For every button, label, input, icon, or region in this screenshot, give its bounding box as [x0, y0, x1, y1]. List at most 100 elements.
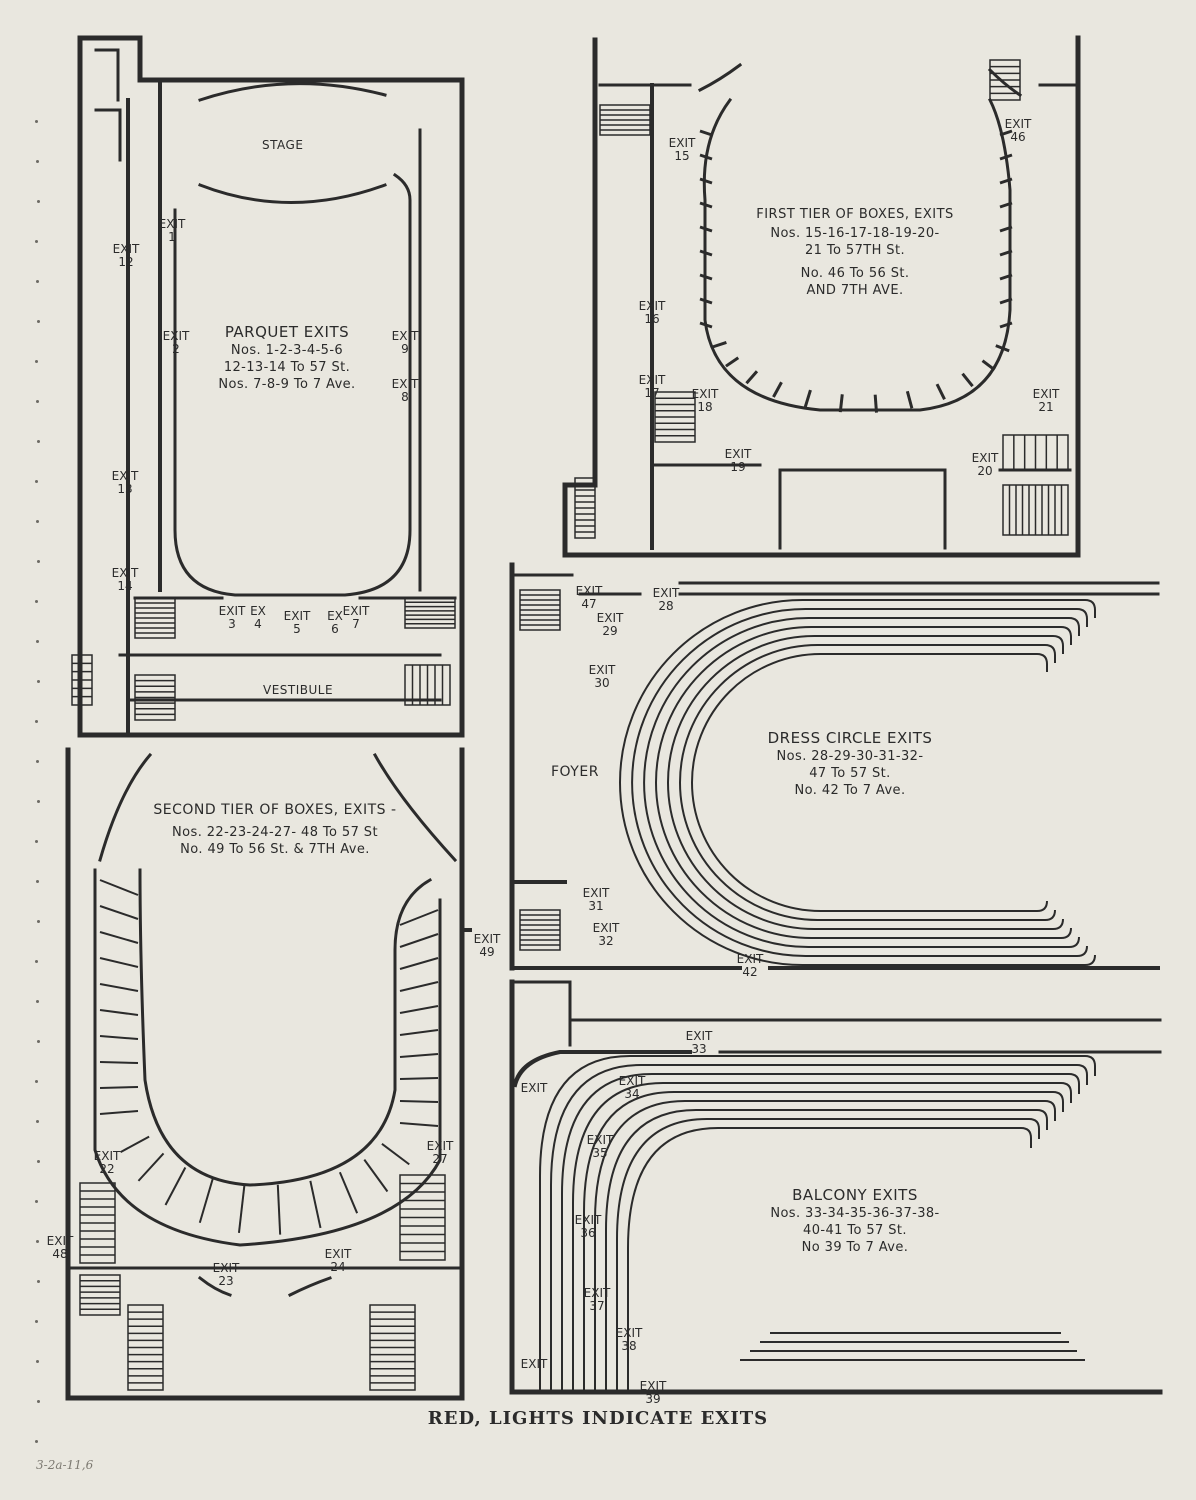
box-partition	[338, 1171, 359, 1214]
exit-number: 22	[99, 1162, 115, 1176]
box-partition	[99, 879, 139, 896]
exit-number: 48	[52, 1247, 68, 1261]
balcony-tier-row	[627, 1127, 1021, 1390]
box-partition	[745, 370, 759, 385]
exit-number: 5	[293, 622, 301, 636]
exit-word: EXIT	[592, 921, 620, 935]
dress-circle-tier-row	[643, 617, 1080, 948]
exit-word: EXIT	[971, 451, 999, 465]
exit-word: EXIT	[668, 136, 696, 150]
parquet-exits-caption: PARQUET EXITS Nos. 1-2-3-4-5-6 12-13-14 …	[182, 322, 392, 393]
perforation-dot	[35, 720, 38, 723]
box-partition	[99, 957, 139, 968]
perforation-dot	[36, 1000, 39, 1003]
exit-word: EXIT	[342, 604, 370, 618]
dress-circle-tier-end	[1084, 599, 1096, 618]
balcony-tier-row	[583, 1091, 1053, 1390]
box-partition	[276, 1184, 282, 1235]
exit-word: EXIT	[575, 584, 603, 598]
dress-circle-tier-row	[691, 653, 1048, 912]
exit-number: 7	[352, 617, 360, 631]
exit-word: EXIT	[618, 1074, 646, 1088]
balcony-tier-end	[1052, 1091, 1064, 1112]
first-tier-line-1: Nos. 15-16-17-18-19-20-	[770, 226, 940, 241]
box-partition	[99, 983, 139, 992]
box-partition	[935, 383, 946, 400]
exit-word: EXIT	[1004, 117, 1032, 131]
box-partition	[120, 1135, 150, 1153]
box-partition	[999, 153, 1013, 161]
balcony-tier-row	[605, 1109, 1037, 1390]
exit-word: EXIT	[1032, 387, 1060, 401]
box-partition	[699, 129, 713, 137]
exit-number: 36	[580, 1226, 596, 1240]
perforation-dot	[37, 800, 40, 803]
balcony-tier-end	[1060, 1082, 1072, 1103]
first-tier-line-2: 21 To 57TH St.	[805, 243, 905, 258]
box-partition	[399, 1005, 439, 1014]
box-partition	[699, 297, 713, 305]
exit-word: EXIT	[218, 604, 246, 618]
balcony-tier-end	[1044, 1100, 1056, 1121]
exit-word: EXIT	[283, 609, 311, 623]
exit-word: EXIT	[158, 217, 186, 231]
box-partition	[399, 1100, 439, 1103]
exit-number: 18	[697, 400, 713, 414]
box-partition	[99, 1086, 139, 1089]
box-partition	[99, 1035, 139, 1040]
exit-number: 8	[401, 390, 409, 404]
balcony-tier-end	[1036, 1109, 1048, 1130]
exit-number: 3	[228, 617, 236, 631]
perforation-dot	[35, 360, 38, 363]
exit-word: EX	[327, 609, 343, 623]
dress-circle-tier-end	[1052, 635, 1064, 654]
exit-number: 37	[589, 1299, 605, 1313]
box-partition	[99, 1110, 139, 1115]
exit-word: EXIT	[586, 1133, 614, 1147]
box-partition	[99, 905, 139, 920]
balcony-tier-row	[550, 1064, 1077, 1390]
perforation-dot	[35, 1440, 38, 1443]
box-partition	[999, 273, 1013, 281]
dress-circle-tier-row	[619, 599, 1096, 966]
box-partition	[99, 931, 139, 944]
exit-word: EXIT	[615, 1326, 643, 1340]
balcony-title: BALCONY EXITS	[792, 1186, 918, 1204]
exit-number: 27	[432, 1152, 448, 1166]
box-partition	[999, 297, 1013, 305]
exit-word: EXIT	[426, 1139, 454, 1153]
exit-word: EXIT	[111, 469, 139, 483]
exit-word: EXIT	[724, 447, 752, 461]
balcony-line-1: Nos. 33-34-35-36-37-38-	[770, 1206, 940, 1221]
balcony-tier-end	[1076, 1064, 1088, 1085]
exit-number: 15	[674, 149, 690, 163]
exit-word: EXIT	[391, 329, 419, 343]
stage-label: STAGE	[262, 138, 304, 152]
stair-block	[404, 597, 456, 629]
box-partition	[99, 1061, 139, 1064]
box-partition	[399, 909, 439, 926]
perforation-dot	[37, 320, 40, 323]
perforation-dot	[37, 1160, 40, 1163]
exit-number: 21	[1038, 400, 1054, 414]
exit-word: EXIT	[588, 663, 616, 677]
dress-circle-tier-end	[1044, 644, 1056, 663]
perforation-dot	[36, 880, 39, 883]
exit-word: EXIT	[639, 1379, 667, 1393]
parquet-line-3: Nos. 7-8-9 To 7 Ave.	[218, 377, 356, 392]
exit-number: 24	[330, 1260, 346, 1274]
